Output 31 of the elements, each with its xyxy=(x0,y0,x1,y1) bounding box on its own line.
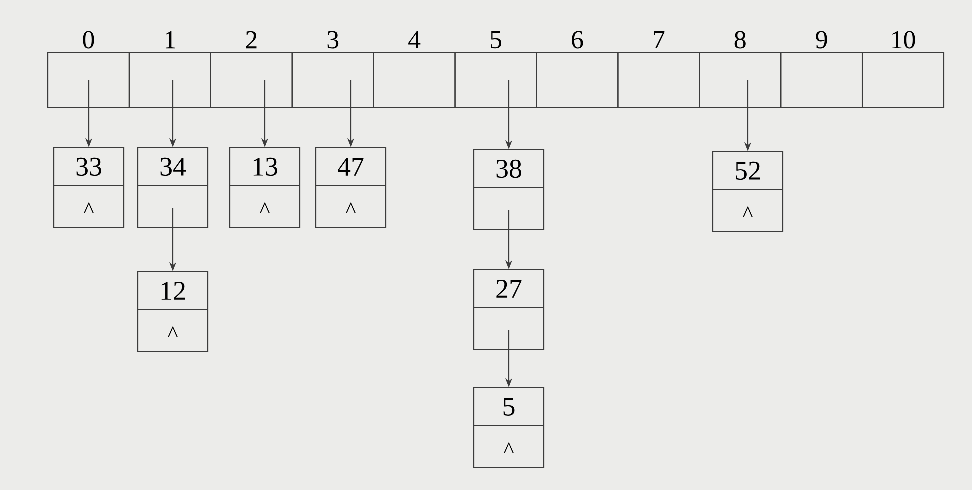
list-node: 52 ^ xyxy=(712,151,784,233)
list-node: 12 ^ xyxy=(137,271,209,353)
list-node: 38 xyxy=(473,149,545,231)
node-label: 1 xyxy=(166,31,176,49)
list-node: 33 ^ xyxy=(53,147,125,229)
array-cell: 8 xyxy=(699,31,782,108)
array-cell: 10 xyxy=(862,31,945,108)
array-cell: 9 xyxy=(780,31,864,108)
node-label: 0 xyxy=(83,31,94,49)
node-label: 8 xyxy=(734,31,746,49)
array-cell: 1 xyxy=(128,31,212,108)
array-cell: 7 xyxy=(618,31,700,108)
node-label: 4 xyxy=(408,31,421,49)
list-node: 47 ^ xyxy=(315,147,387,229)
list-node: 13 ^ xyxy=(229,147,301,229)
node-label: 9 xyxy=(816,31,828,49)
array-cell: 6 xyxy=(536,31,619,108)
list-node: 34 xyxy=(137,147,209,229)
array-cell: 3 xyxy=(292,31,374,108)
node-label: 10 xyxy=(892,31,916,49)
list-node: 27 xyxy=(473,269,545,351)
node-label: 2 xyxy=(246,31,257,49)
array-cell: 4 xyxy=(373,31,456,108)
array-cell: 2 xyxy=(210,31,293,108)
node-label: 3 xyxy=(328,31,339,49)
list-node: 5 ^ xyxy=(473,387,545,469)
array-cell: 5 xyxy=(454,31,538,108)
node-label: 6 xyxy=(572,31,584,49)
node-label: 7 xyxy=(654,31,665,49)
node-label: 5 xyxy=(491,31,502,49)
array-cell: 0 xyxy=(47,31,130,108)
